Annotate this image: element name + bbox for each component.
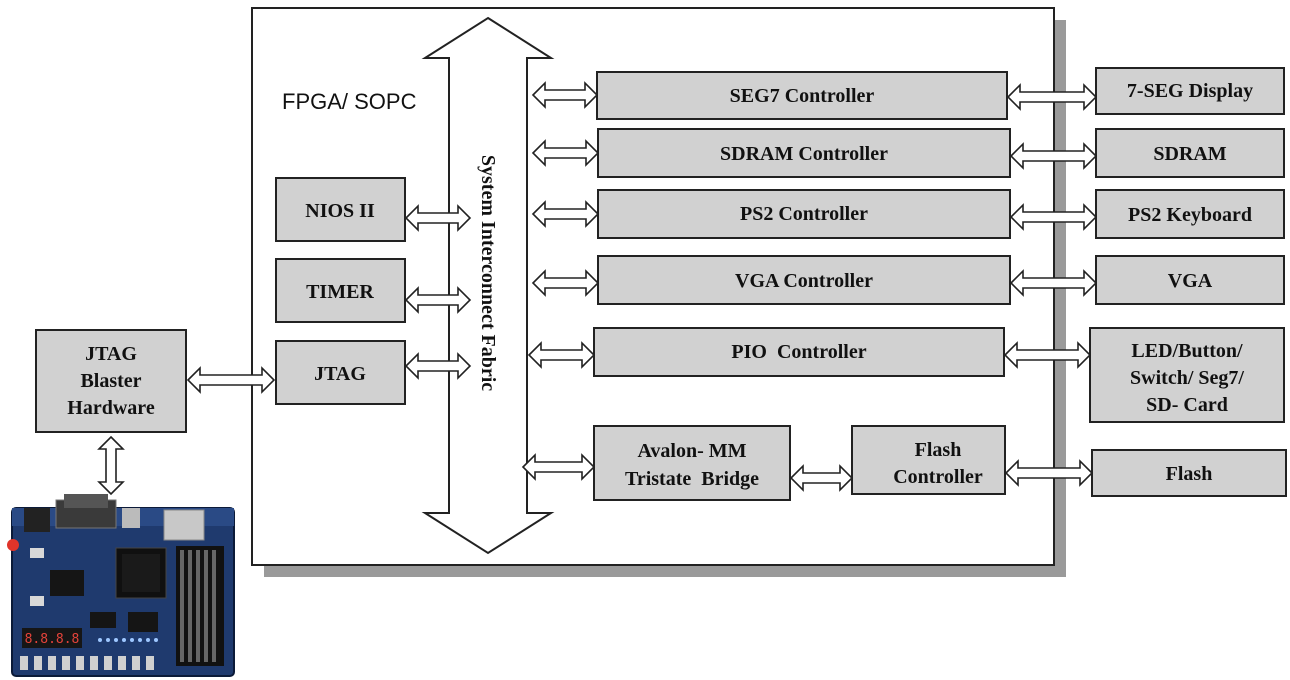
sdram-controller-box: SDRAM Controller — [597, 128, 1011, 178]
jtag-blaster-hardware-box: JTAG Blaster Hardware — [35, 329, 187, 433]
arrow-bus-seg7 — [531, 81, 599, 109]
seg7-controller-label: SEG7 Controller — [730, 85, 875, 107]
arrow-timer-bus — [404, 286, 472, 314]
arrow-bridge-flash-controller — [789, 464, 854, 492]
sdram-label: SDRAM — [1153, 143, 1226, 165]
bridge-line-1: Avalon- MM — [637, 440, 746, 462]
arrow-bus-vga — [531, 269, 600, 297]
timer-label: TIMER — [306, 281, 374, 303]
led-button-switch-sd-card-box: LED/Button/ Switch/ Seg7/ SD- Card — [1089, 327, 1285, 423]
arrow-flash-controller-flash — [1004, 459, 1094, 487]
jtag-blaster-line-1: JTAG — [85, 343, 137, 365]
seg7-controller-box: SEG7 Controller — [596, 71, 1008, 120]
ps2-keyboard-label: PS2 Keyboard — [1128, 204, 1252, 226]
jtag-blaster-line-2: Blaster — [80, 370, 141, 392]
peripherals-line-3: SD- Card — [1146, 394, 1228, 416]
nios-ii-label: NIOS II — [305, 200, 375, 222]
system-interconnect-fabric — [421, 16, 555, 555]
vga-label: VGA — [1168, 270, 1213, 292]
flash-label: Flash — [1166, 463, 1213, 485]
pio-controller-box: PIO Controller — [593, 327, 1005, 377]
peripherals-line-2: Switch/ Seg7/ — [1130, 367, 1244, 389]
arrow-seg7-display — [1006, 83, 1098, 111]
avalon-mm-tristate-bridge-box: Avalon- MM Tristate Bridge — [593, 425, 791, 501]
arrow-blaster-jtag — [186, 366, 276, 394]
peripherals-line-1: LED/Button/ — [1131, 340, 1243, 362]
timer-module: TIMER — [275, 258, 406, 323]
arrow-nios-bus — [404, 204, 472, 232]
jtag-label: JTAG — [314, 363, 366, 385]
sopc-label: FPGA/ SOPC — [282, 89, 417, 114]
arrow-jtag-bus — [404, 352, 472, 380]
jtag-blaster-line-3: Hardware — [67, 397, 155, 419]
ps2-keyboard-box: PS2 Keyboard — [1095, 189, 1285, 239]
flash-controller-line-1: Flash — [915, 439, 962, 461]
flash-box: Flash — [1091, 449, 1287, 497]
flash-controller-box: Flash Controller — [851, 425, 1006, 495]
seven-seg-display-label: 7-SEG Display — [1127, 80, 1253, 102]
pio-controller-label: PIO Controller — [731, 341, 866, 363]
nios-ii-module: NIOS II — [275, 177, 406, 242]
arrow-sdram-device — [1009, 142, 1098, 170]
arrow-bus-sdram — [531, 139, 600, 167]
board-seven-seg-digits: 8.8.8.8 — [25, 632, 80, 647]
vga-controller-label: VGA Controller — [735, 270, 873, 292]
bus-label: System Interconnect Fabric — [477, 155, 499, 391]
bridge-line-2: Tristate Bridge — [625, 468, 759, 490]
vga-controller-box: VGA Controller — [597, 255, 1011, 305]
connector-arrows — [97, 81, 1098, 496]
sdram-box: SDRAM — [1095, 128, 1285, 178]
board-red-button — [7, 539, 19, 551]
arrow-bus-pio — [527, 341, 596, 369]
seven-seg-display-box: 7-SEG Display — [1095, 67, 1285, 115]
ps2-controller-box: PS2 Controller — [597, 189, 1011, 239]
arrow-pio-peripherals — [1003, 341, 1092, 369]
arrow-vga-device — [1009, 269, 1098, 297]
ps2-controller-label: PS2 Controller — [740, 203, 868, 225]
arrow-ps2-keyboard — [1009, 203, 1098, 231]
flash-controller-line-2: Controller — [893, 466, 983, 488]
fpga-board-image: 8.8.8.8 — [7, 494, 235, 677]
sdram-controller-label: SDRAM Controller — [720, 143, 888, 165]
jtag-module: JTAG — [275, 340, 406, 405]
vga-box: VGA — [1095, 255, 1285, 305]
arrow-bus-ps2 — [531, 200, 600, 228]
arrow-blaster-board — [97, 435, 125, 496]
arrow-bus-bridge — [521, 453, 596, 481]
